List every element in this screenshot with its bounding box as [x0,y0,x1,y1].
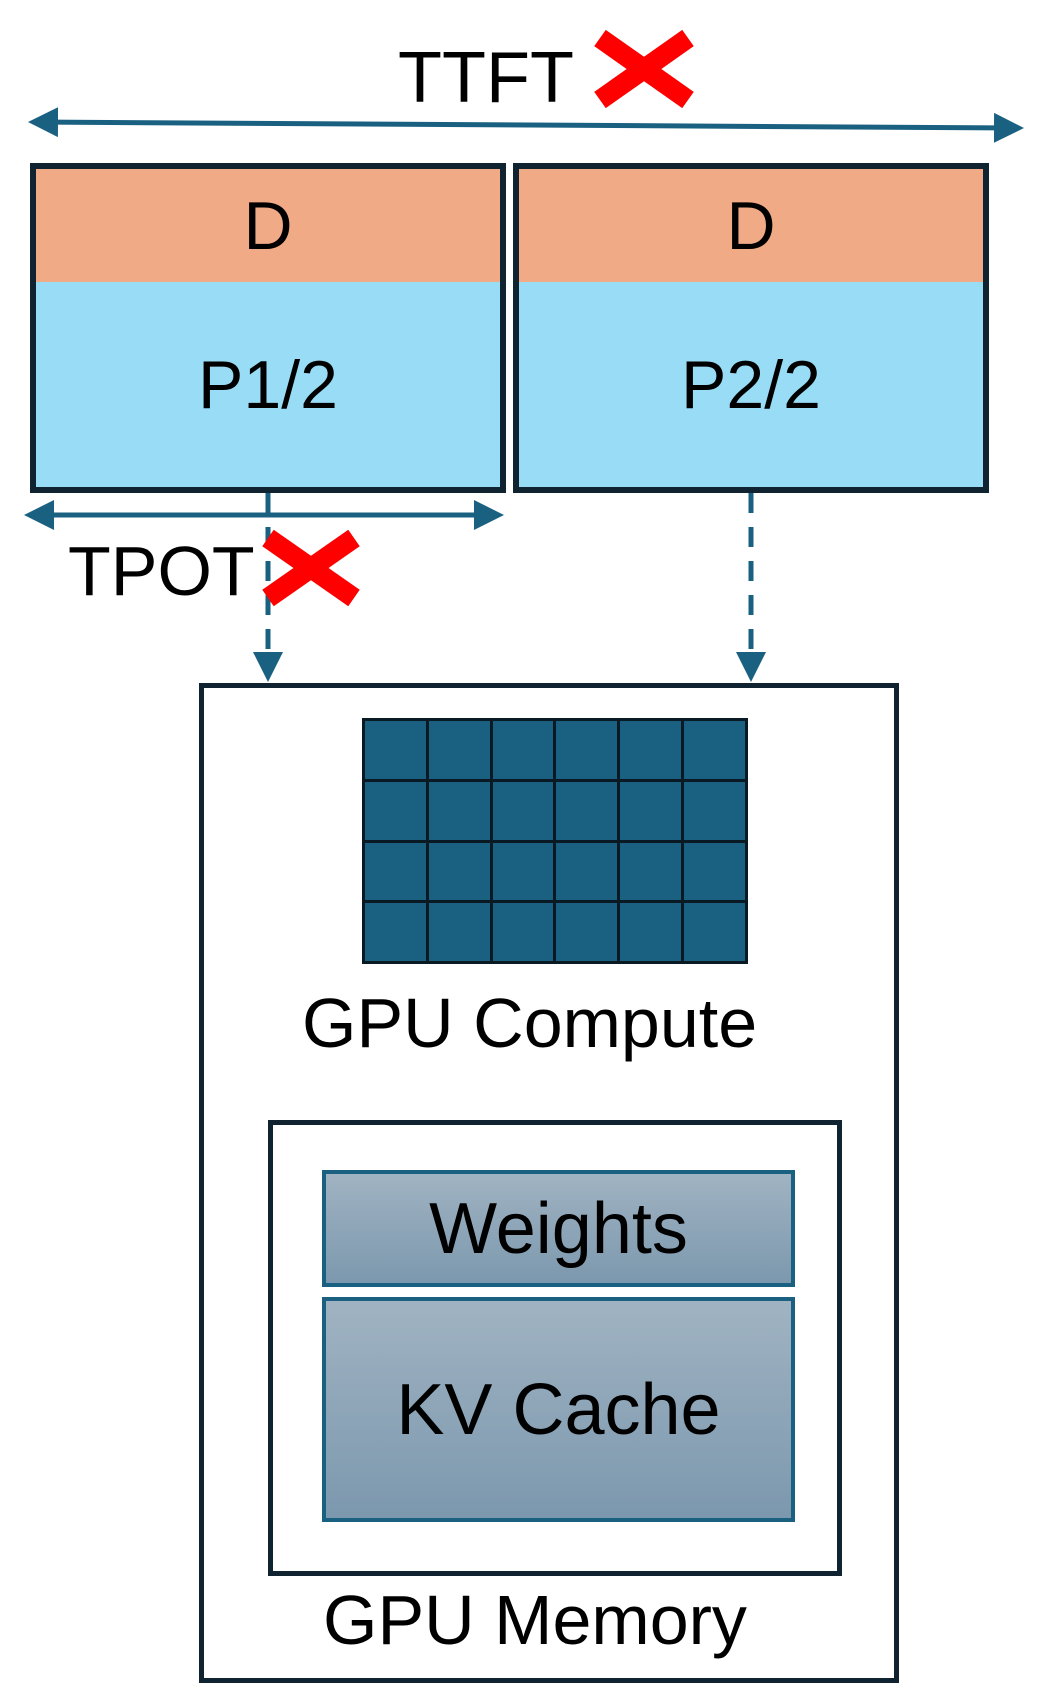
compute-cell [556,781,618,840]
compute-cell [620,903,682,961]
ttft-arrow [28,107,1024,143]
compute-cell [620,781,682,840]
batch-1-decode: D [36,169,500,282]
compute-cell [428,721,490,779]
batch-1: D P1/2 [30,163,506,493]
compute-cell [492,781,554,840]
compute-cell [556,842,618,901]
kv-cache-block: KV Cache [322,1297,795,1522]
compute-cell [428,903,490,961]
compute-cell [492,721,554,779]
weights-block: Weights [322,1170,795,1287]
ttft-cross-icon [594,29,694,109]
gpu-memory-label: GPU Memory [323,1581,747,1659]
batch-2-decode: D [519,169,983,282]
compute-cell [684,781,745,840]
batch-1-prefill: P1/2 [198,346,338,423]
batch-2: D P2/2 [513,163,989,493]
ttft-label: TTFT [398,38,574,118]
compute-cell [556,721,618,779]
batch-2-prefill: P2/2 [681,346,821,423]
tpot-label: TPOT [68,532,255,610]
gpu-compute-label: GPU Compute [302,984,758,1062]
compute-cell [428,842,490,901]
compute-cell [620,842,682,901]
compute-cell [365,842,426,901]
gpu-compute-grid [362,718,748,964]
compute-cell [620,721,682,779]
compute-cell [428,781,490,840]
compute-cell [684,903,745,961]
compute-cell [492,842,554,901]
compute-cell [684,842,745,901]
compute-cell [492,903,554,961]
compute-cell [365,721,426,779]
compute-cell [365,903,426,961]
compute-cell [684,721,745,779]
tpot-cross-icon [262,529,360,607]
compute-cell [365,781,426,840]
compute-cell [556,903,618,961]
